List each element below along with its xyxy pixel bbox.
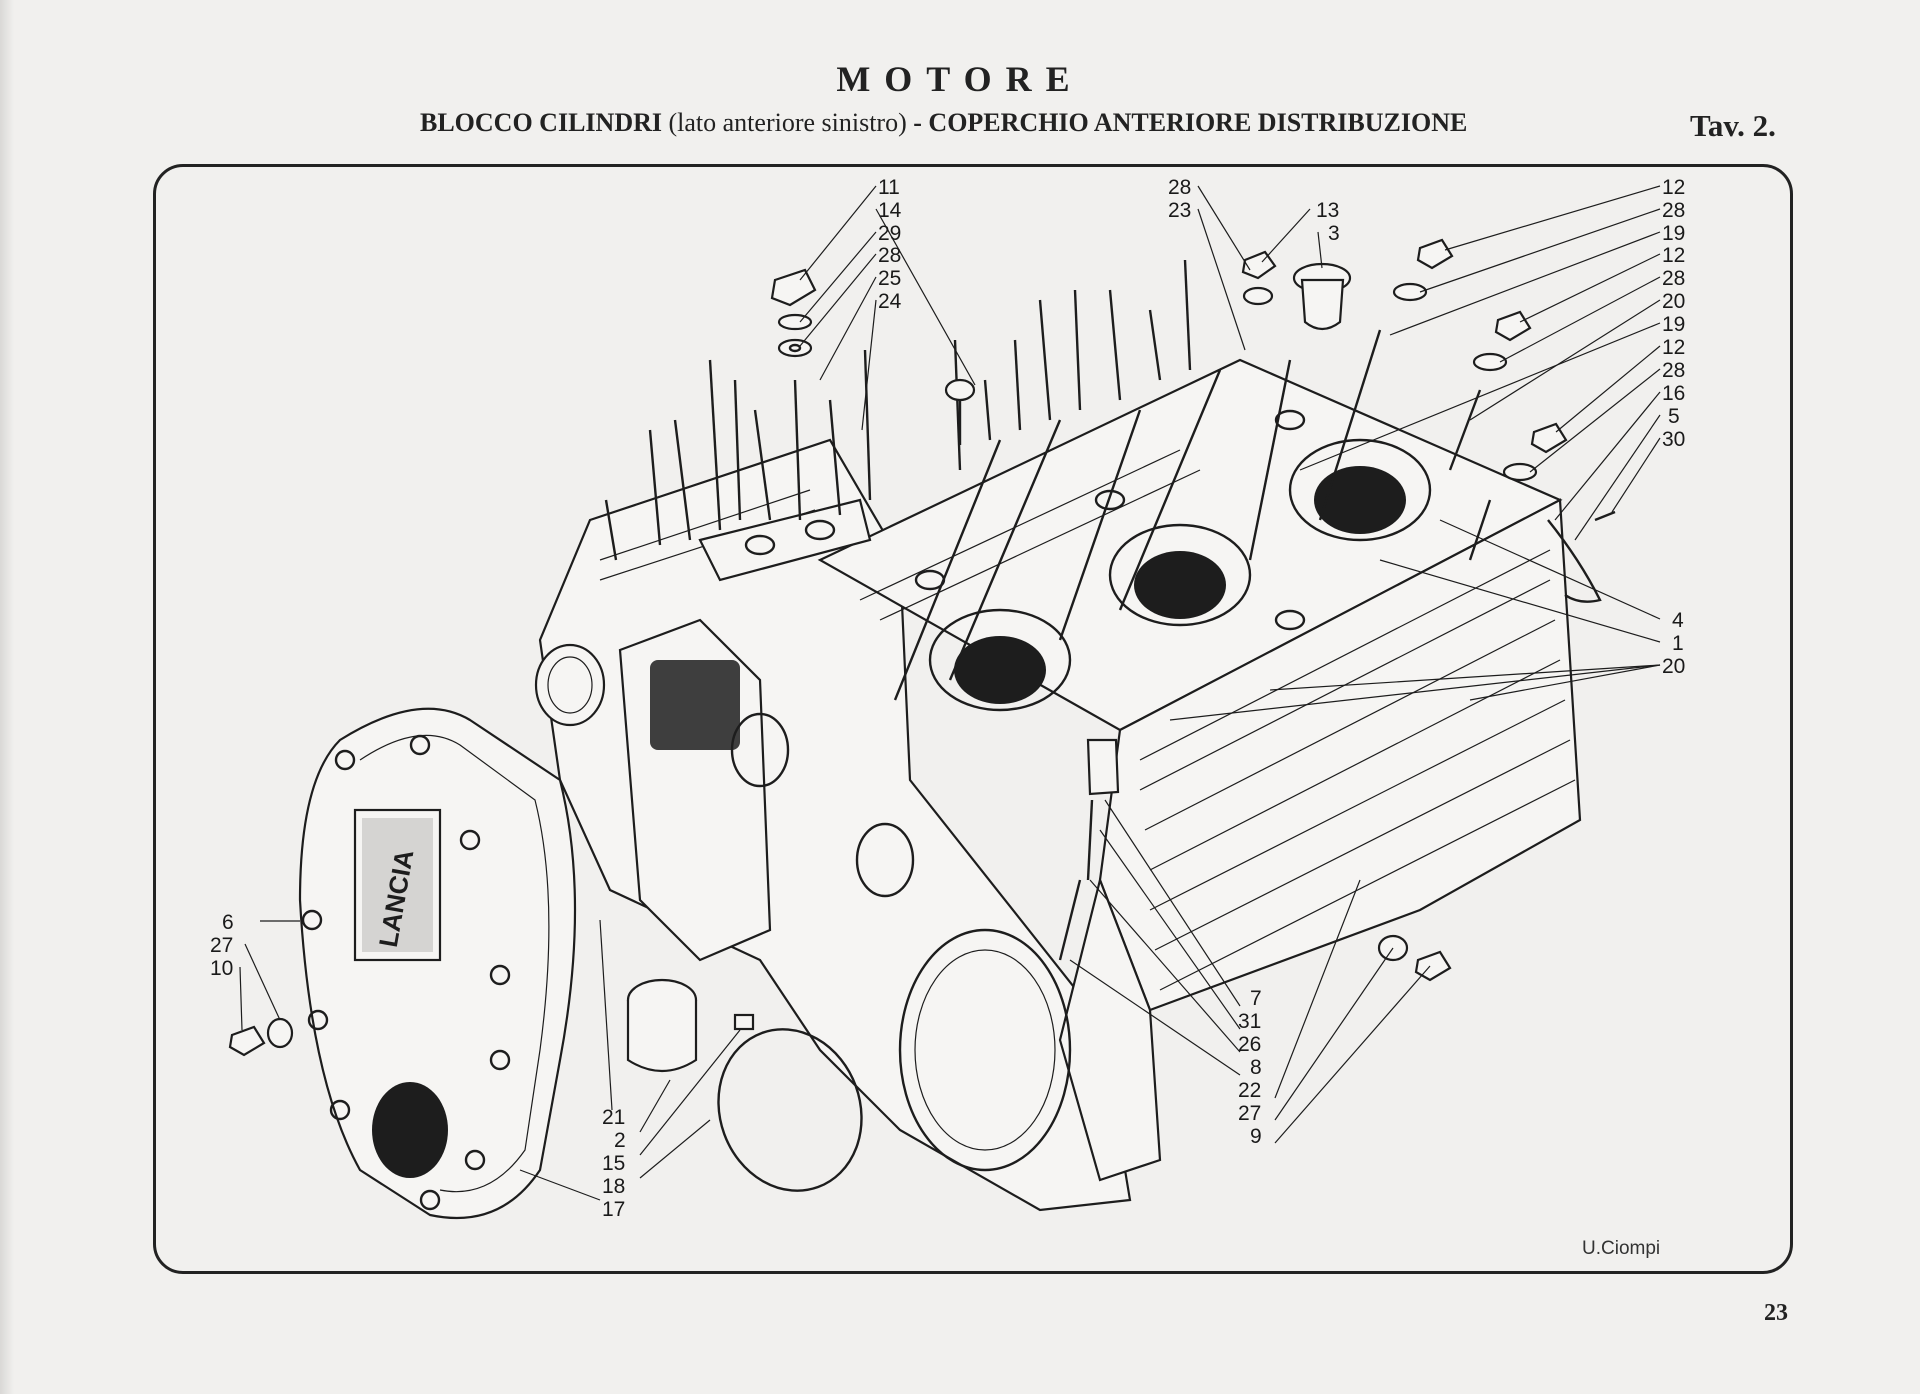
subtitle-rest: - COPERCHIO ANTERIORE DISTRIBUZIONE <box>913 108 1468 137</box>
cylinder-head-studs <box>604 259 1492 701</box>
callout-label: 1 <box>1672 632 1684 655</box>
callout-label: 28 <box>1662 359 1685 382</box>
callout-label: 3 <box>1328 222 1340 245</box>
page-subtitle: BLOCCO CILINDRI (lato anteriore sinistro… <box>420 108 1467 138</box>
callout-label: 12 <box>1662 244 1685 267</box>
callout-label: 17 <box>602 1198 625 1221</box>
subtitle-main: BLOCCO CILINDRI <box>420 108 662 137</box>
plate-number: Tav. 2. <box>1690 108 1776 143</box>
callout-label: 30 <box>1662 428 1685 451</box>
callout-label: 28 <box>1662 267 1685 290</box>
front-timing-cover: LANCIA <box>298 707 577 1220</box>
callout-label: 8 <box>1250 1056 1262 1079</box>
callout-label: 31 <box>1238 1010 1261 1033</box>
callout-labels: 11 14 29 28 25 24 28 23 13 3 12 28 19 12… <box>210 176 1685 1221</box>
callout-label: 19 <box>1662 313 1685 336</box>
callout-label: 12 <box>1662 336 1685 359</box>
loose-parts <box>228 238 1616 1192</box>
callout-label: 13 <box>1316 199 1339 222</box>
callout-label: 28 <box>878 244 901 267</box>
callout-label: 26 <box>1238 1033 1261 1056</box>
callout-label: 23 <box>1168 199 1191 222</box>
callout-label: 21 <box>602 1106 625 1129</box>
callout-label: 18 <box>602 1175 625 1198</box>
callout-label: 7 <box>1250 987 1262 1010</box>
page-edge-shadow <box>0 0 14 1394</box>
callout-label: 15 <box>602 1152 625 1175</box>
callout-label: 27 <box>210 934 233 957</box>
callout-label: 4 <box>1672 609 1684 632</box>
callout-label: 20 <box>1662 655 1685 678</box>
page-title: MOTORE <box>836 59 1084 99</box>
callout-label: 22 <box>1238 1079 1261 1102</box>
callout-label: 5 <box>1668 405 1680 428</box>
callout-label: 28 <box>1168 176 1191 199</box>
callout-label: 19 <box>1662 222 1685 245</box>
callout-label: 27 <box>1238 1102 1261 1125</box>
callout-label: 28 <box>1662 199 1685 222</box>
callout-label: 29 <box>878 222 901 245</box>
subtitle-parenthetical: (lato anteriore sinistro) <box>668 108 907 137</box>
cylinder-block <box>534 358 1582 1212</box>
illustration-frame <box>153 164 1793 1274</box>
artist-signature: U.Ciompi <box>1582 1238 1660 1259</box>
callout-label: 14 <box>878 199 902 222</box>
callout-label: 24 <box>878 290 902 313</box>
callout-label: 16 <box>1662 382 1685 405</box>
callout-label: 2 <box>614 1129 626 1152</box>
callout-label: 9 <box>1250 1125 1262 1148</box>
page-number: 23 <box>1764 1300 1788 1326</box>
callout-label: 10 <box>210 957 233 980</box>
callout-label: 11 <box>878 176 900 199</box>
callout-label: 12 <box>1662 176 1685 199</box>
callout-label: 25 <box>878 267 901 290</box>
callout-label: 6 <box>222 911 234 934</box>
callout-leaders <box>239 185 1661 1201</box>
callout-label: 20 <box>1662 290 1685 313</box>
